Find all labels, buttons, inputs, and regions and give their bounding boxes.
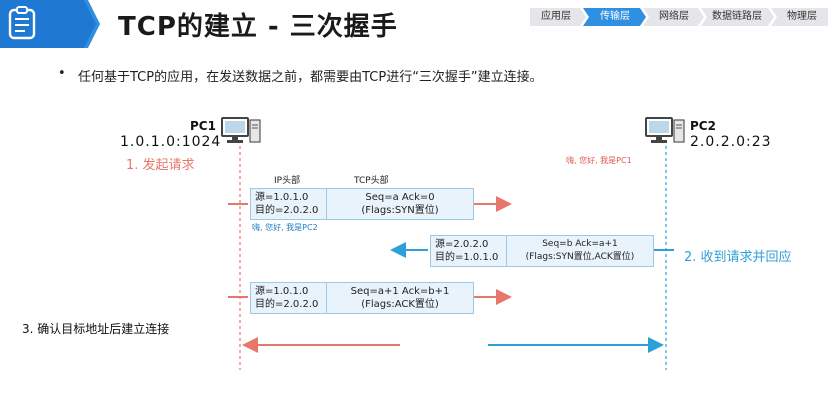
breadcrumb-item-datalink[interactable]: 数据链路层 [712, 11, 762, 22]
pc1-greeting: 嗨, 您好, 我是PC1 [566, 156, 632, 165]
packet-ack-seq: Seq=a+1 Ack=b+1 [350, 286, 450, 297]
packet-ack-dst: 目的=2.0.2.0 [255, 299, 319, 310]
pc2-name: PC2 [690, 119, 716, 133]
page-title: TCP的建立 - 三次握手 [118, 12, 398, 42]
ip-header-label: IP头部 [274, 176, 301, 186]
packet-syn-ack: 源=2.0.2.0 目的=1.0.1.0 Seq=b Ack=a+1 (Flag… [430, 235, 654, 267]
step3-label: 3. 确认目标地址后建立连接 [22, 322, 170, 336]
packet-syn-ack-flags: (Flags:SYN置位,ACK置位) [525, 252, 635, 262]
header-logo [0, 0, 100, 48]
breadcrumb-item-application[interactable]: 应用层 [541, 11, 571, 22]
packet-ack-src: 源=1.0.1.0 [255, 286, 309, 297]
packet-ack-flags: (Flags:ACK置位) [361, 299, 439, 310]
breadcrumb-item-physical[interactable]: 物理层 [787, 11, 817, 22]
clipboard-icon [8, 6, 36, 40]
packet-syn-dst: 目的=2.0.2.0 [255, 205, 319, 216]
pc2-greeting: 嗨, 您好, 我是PC2 [252, 223, 318, 232]
pc2-computer-icon [645, 117, 685, 143]
breadcrumb [530, 8, 828, 26]
packet-syn-ack-seq: Seq=b Ack=a+1 [542, 239, 618, 249]
bullet-dot: • [58, 66, 66, 81]
packet-syn-ip-header: 源=1.0.1.0 目的=2.0.2.0 [251, 189, 327, 219]
packet-ack: 源=1.0.1.0 目的=2.0.2.0 Seq=a+1 Ack=b+1 (Fl… [250, 282, 474, 314]
packet-syn-ack-tcp-header: Seq=b Ack=a+1 (Flags:SYN置位,ACK置位) [507, 236, 653, 266]
pc2-address: 2.0.2.0:23 [690, 134, 772, 150]
packet-ack-tcp-header: Seq=a+1 Ack=b+1 (Flags:ACK置位) [327, 283, 473, 313]
packet-syn-src: 源=1.0.1.0 [255, 192, 309, 203]
packet-syn-ack-src: 源=2.0.2.0 [435, 239, 489, 250]
packet-syn-tcp-header: Seq=a Ack=0 (Flags:SYN置位) [327, 189, 473, 219]
bullet-text: 任何基于TCP的应用，在发送数据之前，都需要由TCP进行“三次握手”建立连接。 [78, 70, 543, 85]
packet-syn-ack-ip-header: 源=2.0.2.0 目的=1.0.1.0 [431, 236, 507, 266]
packet-syn: 源=1.0.1.0 目的=2.0.2.0 Seq=a Ack=0 (Flags:… [250, 188, 474, 220]
packet-syn-seq: Seq=a Ack=0 [365, 192, 435, 203]
pc1-address: 1.0.1.0:1024 [120, 134, 222, 150]
step2-label: 2. 收到请求并回应 [684, 250, 792, 265]
packet-ack-ip-header: 源=1.0.1.0 目的=2.0.2.0 [251, 283, 327, 313]
step1-label: 1. 发起请求 [126, 158, 195, 173]
pc1-name: PC1 [190, 119, 216, 133]
packet-syn-flags: (Flags:SYN置位) [361, 205, 439, 216]
breadcrumb-item-network[interactable]: 网络层 [659, 11, 689, 22]
pc1-computer-icon [221, 117, 261, 143]
packet-syn-ack-dst: 目的=1.0.1.0 [435, 252, 499, 263]
tcp-header-label: TCP头部 [354, 176, 389, 186]
breadcrumb-item-transport[interactable]: 传输层 [600, 11, 630, 22]
